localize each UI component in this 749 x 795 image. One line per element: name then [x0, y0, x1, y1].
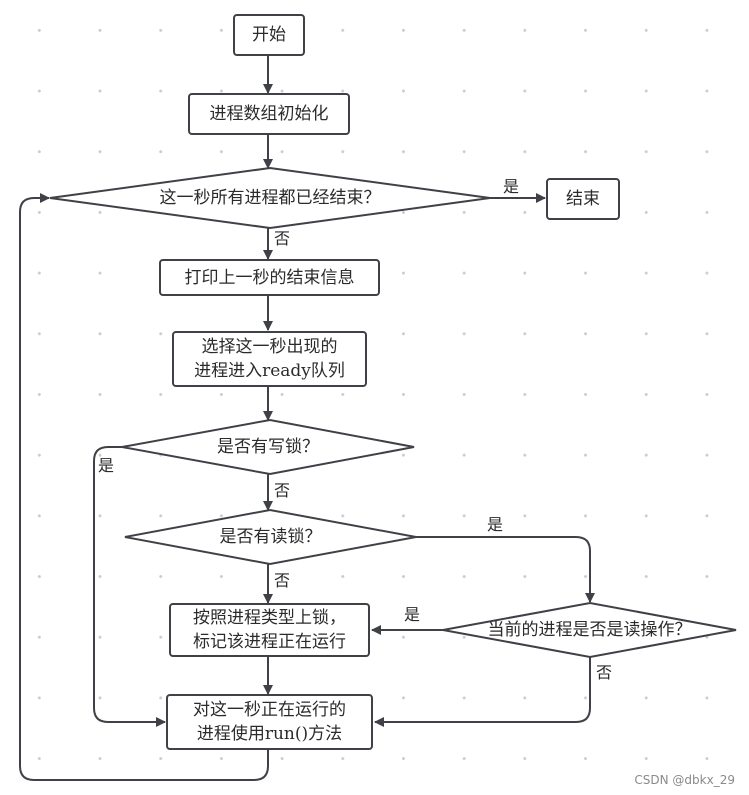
label-no-read: 否 — [274, 571, 291, 590]
decision-all-finished: 这一秒所有进程都已经结束？ — [159, 188, 381, 208]
start-node: 开始 — [233, 14, 305, 56]
decision-read-lock: 是否有读锁？ — [219, 527, 322, 547]
decision-read-op-shape — [442, 601, 737, 659]
print-node: 打印上一秒的结束信息 — [159, 259, 380, 296]
label-yes-readop: 是 — [404, 605, 421, 624]
label-no-write: 否 — [274, 481, 291, 500]
edge-readop-no-run — [374, 657, 591, 727]
run-node: 对这一秒正在运行的 进程使用run()方法 — [166, 694, 373, 750]
lock-node-line1: 按照进程类型上锁， — [193, 608, 346, 628]
run-node-line1: 对这一秒正在运行的 — [193, 700, 346, 720]
select-node-line1: 选择这一秒出现的 — [201, 337, 338, 357]
watermark: CSDN @dbkx_29 — [634, 773, 735, 787]
edge-read-yes-readop — [416, 536, 595, 603]
label-no-readop: 否 — [596, 663, 613, 682]
decision-write-lock-shape — [121, 418, 415, 476]
lock-node-line2: 标记该进程正在运行 — [193, 632, 346, 652]
decision-write-lock: 是否有写锁？ — [217, 437, 319, 457]
lock-node: 按照进程类型上锁， 标记该进程正在运行 — [169, 603, 370, 657]
label-yes-end: 是 — [503, 177, 520, 196]
edge-write-yes-run — [93, 446, 166, 727]
label-yes-write: 是 — [98, 456, 115, 475]
label-no-print: 否 — [274, 229, 291, 248]
edge-loop-back — [19, 193, 269, 781]
end-node: 结束 — [546, 178, 620, 220]
init-node: 进程数组初始化 — [188, 93, 350, 135]
decision-read-op: 当前的进程是否是读操作？ — [487, 620, 692, 640]
label-yes-read: 是 — [487, 515, 504, 534]
select-node-line2: 进程进入ready队列 — [194, 361, 345, 381]
select-node: 选择这一秒出现的 进程进入ready队列 — [172, 331, 367, 387]
run-node-line2: 进程使用run()方法 — [196, 724, 343, 744]
